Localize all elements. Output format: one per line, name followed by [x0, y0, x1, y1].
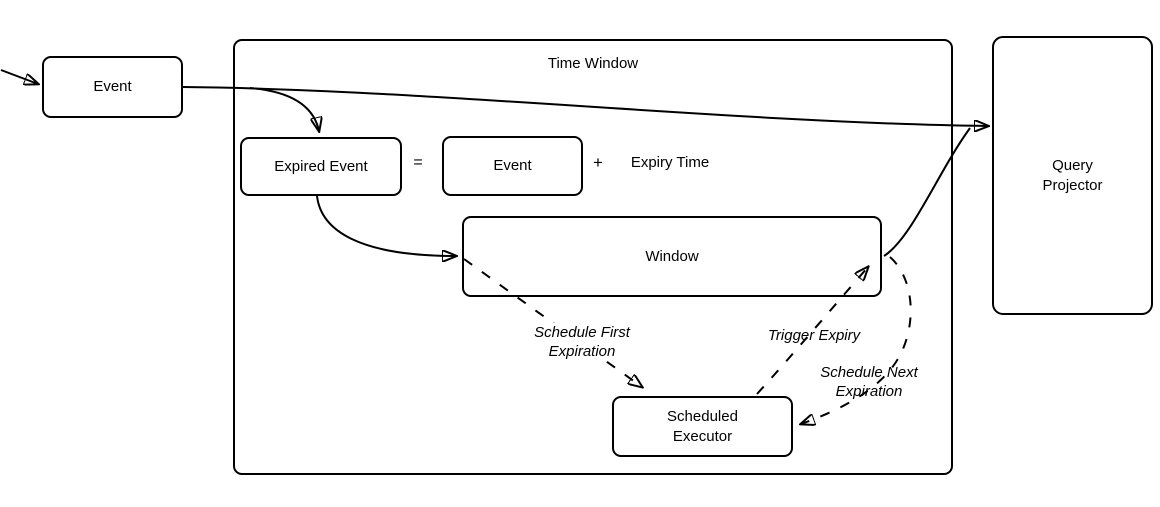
trigger-expiry-label: Trigger Expiry — [767, 327, 861, 344]
node-event-label: Event — [93, 78, 132, 95]
node-expired-event: Expired Event — [240, 137, 402, 196]
node-expired-event-label: Expired Event — [274, 157, 368, 175]
equals-operator: = — [413, 154, 423, 171]
node-query-projector-label: Query Projector — [1042, 156, 1102, 196]
node-window: Window — [462, 216, 882, 297]
node-event: Event — [42, 56, 183, 118]
schedule-first-line1: Schedule First — [534, 324, 630, 341]
schedule-first-expiration-label: Schedule First Expiration — [500, 323, 664, 361]
node-scheduled-executor-label: Scheduled Executor — [667, 407, 738, 447]
node-query-projector: Query Projector — [992, 36, 1153, 315]
node-query-projector-line2: Projector — [1042, 176, 1103, 194]
node-query-projector-line1: Query — [1052, 156, 1093, 174]
schedule-next-line1: Schedule Next — [820, 364, 918, 381]
schedule-next-expiration-label: Schedule Next Expiration — [789, 363, 949, 401]
edge-input-to-event — [0, 69, 38, 84]
node-scheduled-executor-line2: Executor — [672, 427, 733, 445]
plus-operator: + — [593, 153, 603, 172]
node-event-component-label: Event — [493, 157, 532, 174]
expiry-time-label: Expiry Time — [630, 154, 710, 171]
time-window-title: Time Window — [547, 55, 639, 72]
node-scheduled-executor: Scheduled Executor — [612, 396, 793, 457]
schedule-first-line2: Expiration — [548, 343, 616, 360]
node-event-component: Event — [442, 136, 583, 196]
schedule-next-line2: Expiration — [835, 383, 903, 400]
node-window-label: Window — [645, 247, 699, 265]
node-scheduled-executor-line1: Scheduled — [667, 407, 738, 425]
